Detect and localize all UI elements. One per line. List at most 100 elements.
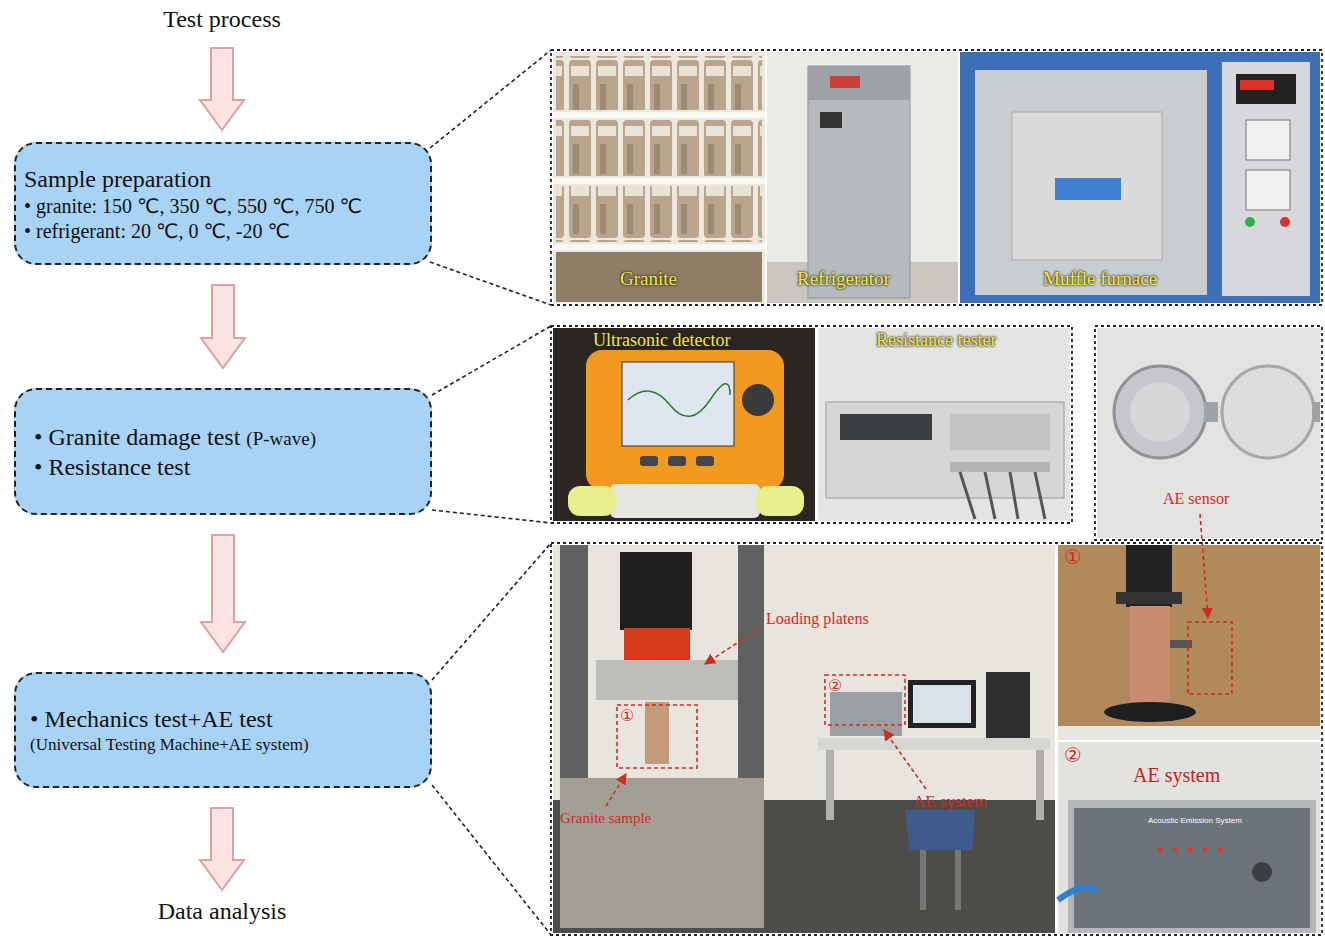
- box-text: • Granite damage test: [34, 424, 240, 450]
- photo-label: Loading platens: [766, 610, 869, 628]
- flow-arrow: [200, 808, 244, 890]
- photo-label: ①: [1064, 546, 1082, 569]
- chair-leg: [955, 850, 961, 910]
- hydraulic-cylinder: [624, 628, 690, 660]
- process-box: • Granite damage test(P-wave)• Resistanc…: [14, 388, 432, 515]
- desk-leg: [1036, 750, 1044, 820]
- photo-label: Refrigerator: [797, 268, 890, 290]
- photo-label: Granite sample: [560, 810, 651, 827]
- photo-label: ①: [620, 707, 634, 725]
- text-line: • granite: 150 ℃, 350 ℃, 550 ℃, 750 ℃: [24, 194, 422, 219]
- connector-port: [1252, 862, 1272, 882]
- text-line: • Resistance test: [34, 452, 412, 482]
- furnace-body: [975, 70, 1207, 295]
- led: [1173, 848, 1178, 853]
- loading-crossbeam: [596, 660, 738, 700]
- temperature-display: [1236, 74, 1296, 104]
- leader-line: [430, 262, 551, 305]
- leader-line: [432, 543, 551, 680]
- granite-row: [556, 120, 762, 176]
- leader-line: [432, 510, 551, 523]
- ae-system-photo: [1058, 742, 1320, 933]
- chair: [905, 810, 975, 850]
- furnace-door: [1012, 112, 1162, 260]
- sensor-connector: [1204, 402, 1218, 422]
- callout-arrow: [1200, 514, 1208, 618]
- shelf: [553, 244, 765, 250]
- box-text: (Universal Testing Machine+AE system): [30, 735, 309, 754]
- ae-sensor: [1114, 366, 1206, 458]
- monitor-screen: [913, 685, 971, 723]
- granite-photo: [553, 52, 765, 303]
- control-panel: [1222, 62, 1310, 296]
- resistance-tester: [826, 402, 1064, 498]
- machine-column: [560, 545, 588, 785]
- process-box: Sample preparation• granite: 150 ℃, 350 …: [14, 142, 432, 265]
- sample-closeup: [1058, 545, 1320, 740]
- box-text: • granite: 150 ℃, 350 ℃, 550 ℃, 750 ℃: [24, 195, 362, 217]
- machine-base: [560, 778, 764, 928]
- keypad: [742, 384, 774, 416]
- refrigerator-body: [808, 66, 910, 298]
- photo-panel-c: [1097, 328, 1320, 538]
- ae-device: [830, 692, 902, 736]
- refrigerator-plate: [820, 112, 842, 128]
- text-line: • Mechanics test+AE test: [30, 704, 416, 734]
- photo-label: Acoustic Emission System: [1148, 816, 1242, 825]
- ultrasonic-photo: [553, 328, 815, 521]
- leader-line: [430, 50, 551, 148]
- photo-label: AE sensor: [1163, 490, 1229, 508]
- base-plate: [1104, 702, 1196, 722]
- diagram-title: Test process: [0, 6, 444, 34]
- callout-arrow: [705, 628, 760, 664]
- granite-sample: [1130, 606, 1170, 702]
- text-line: (Universal Testing Machine+AE system): [30, 734, 416, 755]
- indicator-light: [1280, 217, 1290, 227]
- photo-panel-d: [553, 514, 1320, 933]
- furnace-handle: [1055, 178, 1121, 200]
- box-text: • Resistance test: [34, 454, 190, 480]
- granite-row: [556, 56, 762, 110]
- refrigerator-display: [830, 76, 860, 88]
- granite-sample: [610, 484, 760, 518]
- callout-box: [1188, 622, 1232, 694]
- led: [1188, 848, 1193, 853]
- led: [1158, 848, 1163, 853]
- led: [1203, 848, 1208, 853]
- panel-border: [551, 326, 1072, 523]
- button: [696, 456, 714, 466]
- actuator: [620, 552, 692, 630]
- transducer: [756, 486, 804, 516]
- flow-arrow: [201, 285, 245, 368]
- usb-cable: [1058, 888, 1096, 901]
- leader-line: [432, 785, 551, 935]
- sensor-photo: [1097, 328, 1320, 538]
- photo-label: AE system: [1133, 764, 1220, 787]
- button: [640, 456, 658, 466]
- led: [1218, 848, 1223, 853]
- end-label: Data analysis: [0, 898, 444, 926]
- text-line: Sample preparation: [24, 164, 422, 194]
- desk-leg: [826, 750, 834, 820]
- callout-arrow: [606, 774, 626, 806]
- refrigerator-photo: [767, 52, 958, 303]
- indicator-light: [1245, 217, 1255, 227]
- chair-leg: [920, 850, 926, 910]
- flow-arrow: [200, 48, 244, 130]
- ae-device-case: [1068, 800, 1316, 933]
- photo-panel-b: [553, 328, 1070, 521]
- photo-label: Muffle furnace: [1043, 268, 1157, 290]
- photo-label: Resistance tester: [876, 330, 996, 351]
- test-cables: [960, 472, 1045, 519]
- ae-sensor: [1222, 366, 1314, 458]
- shelf: [553, 112, 765, 118]
- granite-row-dark: [556, 252, 762, 302]
- granite-sample: [645, 702, 669, 764]
- gauge: [1246, 120, 1290, 160]
- photo-label: Ultrasonic detector: [593, 330, 730, 351]
- text-line: • refrigerant: 20 ℃, 0 ℃, -20 ℃: [24, 219, 422, 244]
- callout-box: [825, 675, 905, 725]
- callout-arrow: [884, 730, 926, 789]
- gauge: [1246, 170, 1290, 210]
